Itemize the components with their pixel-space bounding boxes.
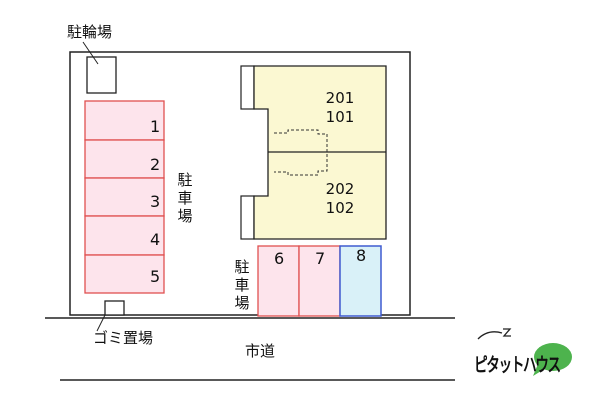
logo-chimney-icon — [502, 328, 512, 337]
room-102: 102 — [325, 199, 355, 217]
bicycle-parking-leader — [82, 41, 99, 65]
parking-label-right: 駐車場 — [234, 258, 250, 312]
parking-space-1 — [84, 100, 165, 141]
room-202: 202 — [325, 180, 355, 198]
room-101: 101 — [325, 108, 355, 126]
parking-space-7 — [298, 245, 341, 317]
right-parking-block — [257, 245, 382, 317]
building — [240, 65, 387, 240]
parking-number-6: 6 — [274, 249, 285, 268]
logo-text: ピタットハウス — [474, 354, 561, 376]
parking-number-3: 3 — [150, 192, 161, 211]
room-lower: 202 102 — [320, 180, 360, 218]
parking-number-7: 7 — [315, 249, 326, 268]
logo-roof-icon — [477, 331, 503, 340]
speech-bubble-icon — [534, 343, 572, 371]
balcony-upper — [240, 65, 255, 110]
balcony-lower — [240, 195, 255, 240]
parking-number-8: 8 — [356, 246, 367, 265]
parking-space-6 — [257, 245, 300, 317]
parking-number-5: 5 — [150, 267, 161, 286]
garbage-leader — [96, 314, 106, 332]
bicycle-parking-box — [86, 56, 117, 94]
parking-number-2: 2 — [150, 155, 161, 174]
parking-space-2 — [84, 139, 165, 179]
garbage-box — [104, 300, 125, 316]
parking-space-5 — [84, 254, 165, 294]
stair-outline — [274, 129, 328, 176]
room-upper: 201 101 — [320, 89, 360, 127]
bicycle-parking-label: 駐輪場 — [67, 23, 113, 41]
parking-number-1: 1 — [150, 117, 161, 136]
parking-label-left: 駐車場 — [177, 171, 193, 225]
parking-space-8 — [339, 245, 382, 317]
garbage-label: ゴミ置場 — [93, 329, 154, 347]
room-201: 201 — [325, 89, 355, 107]
left-parking-block — [84, 100, 165, 294]
parking-number-4: 4 — [150, 230, 161, 249]
road-label: 市道 — [245, 342, 276, 360]
speech-bubble-tail — [533, 364, 546, 376]
